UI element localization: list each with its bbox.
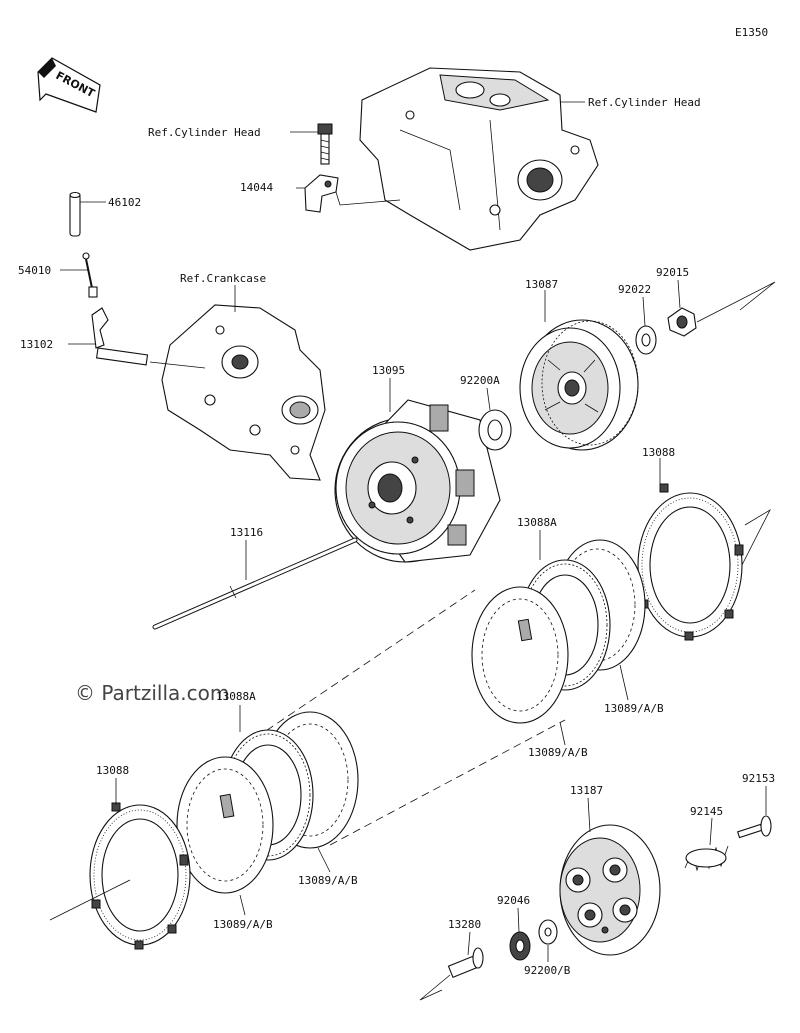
pusher-illustration (447, 947, 484, 979)
cylinder-head-illustration (359, 67, 599, 251)
label-13087: 13087 (525, 278, 558, 291)
friction-plate-left-illustration (89, 802, 191, 950)
label-13089AB-left-2: 13089/A/B (213, 918, 273, 931)
label-92046: 92046 (497, 894, 530, 907)
pin-illustration (69, 191, 81, 237)
clutch-spring-illustration (684, 845, 729, 872)
cable-pin-illustration (82, 252, 98, 298)
label-92153: 92153 (742, 772, 775, 785)
watermark: © Partzilla.com (75, 681, 229, 705)
label-13088A-left: 13088A (216, 690, 256, 703)
bearing-illustration (509, 931, 531, 961)
crankcase-illustration (149, 304, 326, 481)
spring-bolt-illustration (736, 815, 772, 839)
label-46102: 46102 (108, 196, 141, 209)
bracket-illustration (304, 174, 339, 213)
label-13102: 13102 (20, 338, 53, 351)
push-lever-illustration (91, 307, 149, 366)
nut-illustration (667, 307, 697, 337)
label-54010: 54010 (18, 264, 51, 277)
label-92200A: 92200A (460, 374, 500, 387)
label-13089AB-left-1: 13089/A/B (298, 874, 358, 887)
label-13088-left: 13088 (96, 764, 129, 777)
label-13095: 13095 (372, 364, 405, 377)
label-13089AB-right-2: 13089/A/B (528, 746, 588, 759)
steel-plate-right-front-illustration (471, 586, 569, 724)
clutch-hub-illustration (519, 319, 639, 451)
label-13088A-right: 13088A (517, 516, 557, 529)
label-13089AB-right-1: 13089/A/B (604, 702, 664, 715)
thrust-washer-illustration (478, 409, 512, 451)
label-92022: 92022 (618, 283, 651, 296)
bolt-illustration (317, 123, 333, 165)
label-ref-cylinder-head-left: Ref.Cylinder Head (148, 126, 261, 139)
front-arrow-badge: FRONT (37, 57, 101, 113)
steel-plate-left-front-illustration (176, 756, 274, 894)
washer-b-illustration (538, 919, 558, 945)
label-92015: 92015 (656, 266, 689, 279)
label-13187: 13187 (570, 784, 603, 797)
label-92145: 92145 (690, 805, 723, 818)
diagram-id: E1350 (735, 26, 768, 39)
clutch-housing-illustration (334, 399, 501, 563)
label-14044: 14044 (240, 181, 273, 194)
washer-illustration (635, 325, 657, 355)
label-ref-crankcase: Ref.Crankcase (180, 272, 266, 285)
label-ref-cylinder-head-right: Ref.Cylinder Head (588, 96, 701, 109)
push-rod-illustration (152, 537, 358, 630)
pressure-plate-illustration (559, 824, 661, 956)
label-13280: 13280 (448, 918, 481, 931)
label-13088-right: 13088 (642, 446, 675, 459)
label-92200B: 92200/B (524, 964, 571, 977)
friction-plate-right-illustration (637, 483, 744, 641)
label-13116: 13116 (230, 526, 263, 539)
